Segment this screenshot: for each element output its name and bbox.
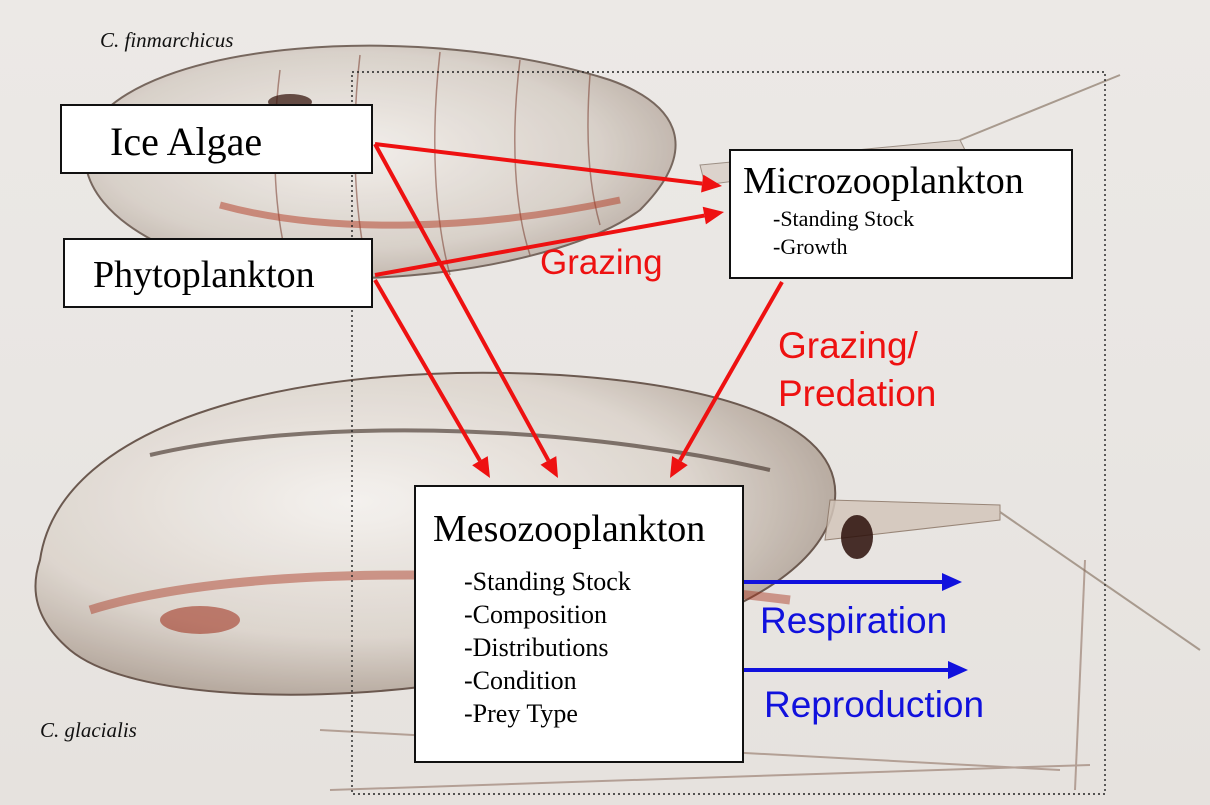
species-label-bottom: C. glacialis — [40, 718, 137, 743]
phytoplankton-title: Phytoplankton — [93, 253, 315, 297]
grazing-predation-label-line2: Predation — [778, 373, 936, 415]
microzooplankton-box: Microzooplankton -Standing Stock -Growth — [729, 149, 1073, 279]
reproduction-label: Reproduction — [764, 684, 984, 726]
grazing-predation-label-line1: Grazing/ — [778, 325, 918, 367]
microzooplankton-attribute: -Growth — [773, 233, 914, 261]
mesozooplankton-attribute: -Distributions — [464, 631, 631, 664]
microzooplankton-title: Microzooplankton — [743, 159, 1024, 203]
mesozooplankton-attribute: -Composition — [464, 598, 631, 631]
respiration-label: Respiration — [760, 600, 947, 642]
mesozooplankton-attribute-list: -Standing Stock -Composition -Distributi… — [464, 565, 631, 730]
phytoplankton-box: Phytoplankton — [63, 238, 373, 308]
mesozooplankton-attribute: -Condition — [464, 664, 631, 697]
species-label-top: C. finmarchicus — [100, 28, 233, 53]
ice-algae-title: Ice Algae — [110, 118, 262, 165]
microzooplankton-attribute-list: -Standing Stock -Growth — [773, 205, 914, 261]
mesozooplankton-box: Mesozooplankton -Standing Stock -Composi… — [414, 485, 744, 763]
ice-algae-box: Ice Algae — [60, 104, 373, 174]
mesozooplankton-attribute: -Prey Type — [464, 697, 631, 730]
mesozooplankton-attribute: -Standing Stock — [464, 565, 631, 598]
mesozooplankton-title: Mesozooplankton — [433, 507, 705, 551]
grazing-label: Grazing — [540, 243, 663, 283]
microzooplankton-attribute: -Standing Stock — [773, 205, 914, 233]
